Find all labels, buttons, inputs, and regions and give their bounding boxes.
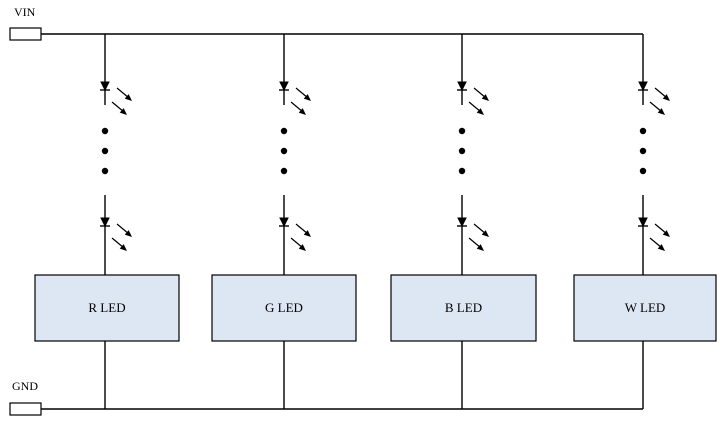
light-arrow-head-1-2-1-icon <box>119 244 127 251</box>
led-box-label-4: W LED <box>625 300 666 315</box>
series-dot-1 <box>458 127 466 135</box>
light-arrow-head-1-1-0-icon <box>124 94 132 101</box>
light-arrow-head-3-2-0-icon <box>481 230 489 237</box>
led-branches: R LED G LED B LED W LED <box>34 34 717 409</box>
series-dot-1 <box>280 127 288 135</box>
gnd-terminal <box>9 402 42 416</box>
series-dot-2 <box>458 147 466 155</box>
light-arrow-head-3-1-1-icon <box>476 108 484 115</box>
diode-4-1-icon <box>638 81 648 92</box>
light-arrow-head-4-2-0-icon <box>662 230 670 237</box>
led-branch-2: G LED <box>211 34 357 409</box>
diode-3-2-icon <box>457 217 467 228</box>
light-arrow-head-2-2-0-icon <box>303 230 311 237</box>
led-box-label-1: R LED <box>88 300 125 315</box>
led-box-1 <box>34 274 180 342</box>
diode-2-1-icon <box>279 81 289 92</box>
light-arrow-head-1-1-1-icon <box>119 108 127 115</box>
diode-4-2-icon <box>638 217 648 228</box>
light-arrow-head-2-2-1-icon <box>298 244 306 251</box>
led-branch-3: B LED <box>390 34 537 409</box>
light-arrow-head-4-2-1-icon <box>657 244 665 251</box>
vin-label: VIN <box>14 5 36 19</box>
light-arrow-head-1-2-0-icon <box>124 230 132 237</box>
led-box-3 <box>390 274 537 342</box>
series-dot-3 <box>280 167 288 175</box>
led-branch-4: W LED <box>573 34 717 409</box>
series-dot-3 <box>639 167 647 175</box>
led-box-label-3: B LED <box>445 300 482 315</box>
led-branch-1: R LED <box>34 34 180 409</box>
diode-1-2-icon <box>100 217 110 228</box>
series-dot-3 <box>458 167 466 175</box>
light-arrow-head-2-1-0-icon <box>303 94 311 101</box>
diode-2-2-icon <box>279 217 289 228</box>
series-dot-3 <box>101 167 109 175</box>
light-arrow-head-3-2-1-icon <box>476 244 484 251</box>
series-dot-2 <box>101 147 109 155</box>
light-arrow-head-4-1-1-icon <box>657 108 665 115</box>
led-box-4 <box>573 274 717 342</box>
vin-terminal <box>9 27 42 41</box>
diode-3-1-icon <box>457 81 467 92</box>
series-dot-1 <box>639 127 647 135</box>
gnd-label: GND <box>12 379 38 393</box>
series-dot-2 <box>639 147 647 155</box>
light-arrow-head-3-1-0-icon <box>481 94 489 101</box>
series-dot-2 <box>280 147 288 155</box>
light-arrow-head-2-1-1-icon <box>298 108 306 115</box>
led-box-label-2: G LED <box>265 300 303 315</box>
led-box-2 <box>211 274 357 342</box>
series-dot-1 <box>101 127 109 135</box>
diode-1-1-icon <box>100 81 110 92</box>
light-arrow-head-4-1-0-icon <box>662 94 670 101</box>
